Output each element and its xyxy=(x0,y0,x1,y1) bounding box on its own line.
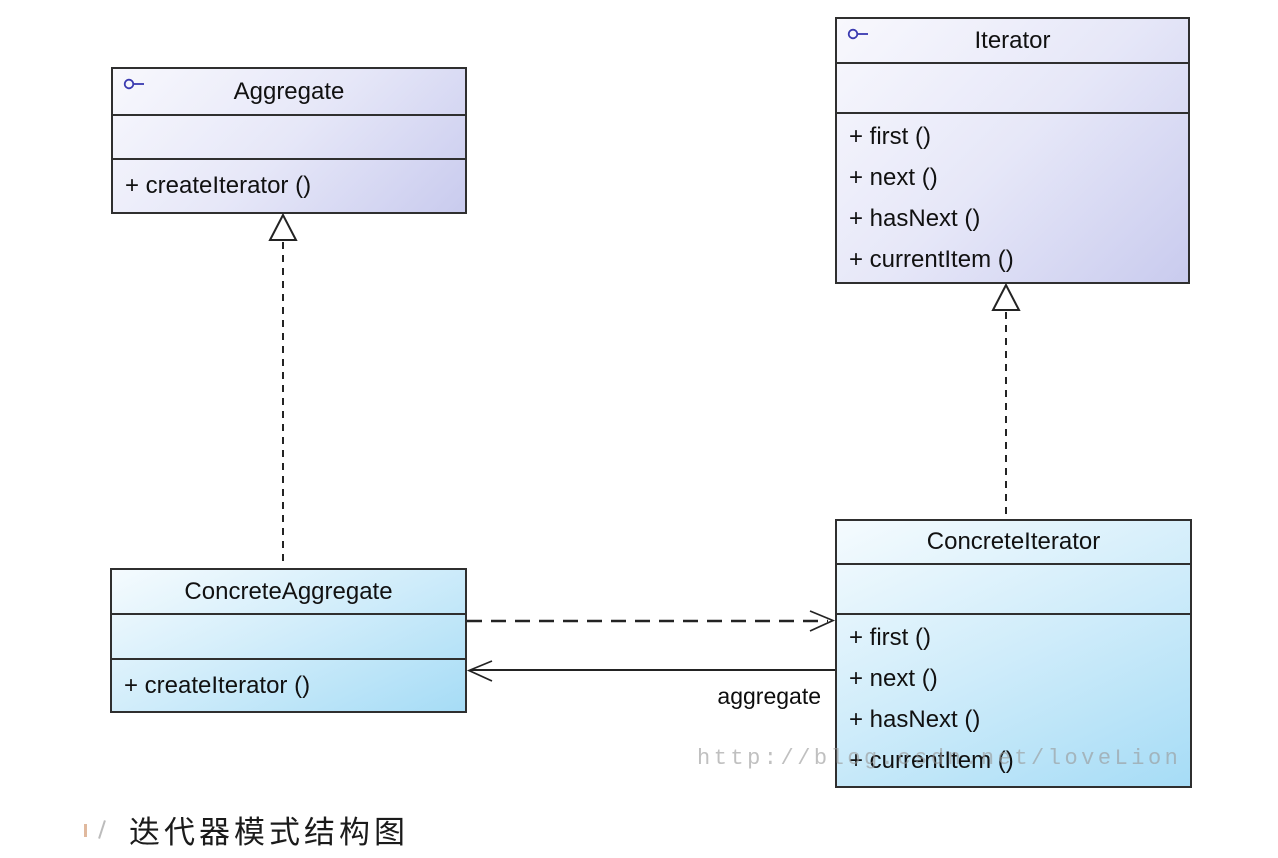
class-methods-concrete-aggregate: + createIterator () xyxy=(112,660,465,711)
interface-lollipop-icon xyxy=(847,28,870,40)
method-item: + currentItem () xyxy=(849,246,1014,273)
hollow-triangle-arrowhead-icon xyxy=(268,212,298,241)
class-methods-concrete-iterator: + first () + next () + hasNext () + curr… xyxy=(837,615,1190,786)
caption-artifact-mark xyxy=(84,823,87,837)
class-methods-aggregate: + createIterator () xyxy=(113,160,465,212)
class-box-concrete-iterator: ConcreteIterator + first () + next () + … xyxy=(835,519,1192,788)
caption-artifact-mark xyxy=(98,819,106,839)
class-header-concrete-iterator: ConcreteIterator xyxy=(837,521,1190,565)
caption-row: 迭代器模式结构图 xyxy=(84,806,409,852)
class-title-concrete-aggregate: ConcreteAggregate xyxy=(184,577,393,605)
method-item: + next () xyxy=(849,665,938,692)
watermark-url-text: http://blog.csdn.net/loveLion xyxy=(697,746,1182,771)
class-attributes-concrete-iterator-empty xyxy=(837,565,1190,615)
dependency-arrow-concreteaggregate-to-concreteiterator xyxy=(467,610,836,632)
method-item: + hasNext () xyxy=(849,205,981,232)
association-role-label: aggregate xyxy=(717,683,821,709)
method-item: + first () xyxy=(849,624,931,651)
class-methods-iterator: + first () + next () + hasNext () + curr… xyxy=(837,114,1188,282)
class-box-iterator: Iterator + first () + next () + hasNext … xyxy=(835,17,1190,284)
method-item: + next () xyxy=(849,164,938,191)
association-arrow-concreteiterator-to-concreteaggregate xyxy=(466,660,835,682)
figure-caption: 迭代器模式结构图 xyxy=(129,814,409,851)
method-item: + first () xyxy=(849,123,931,150)
class-attributes-concrete-aggregate-empty xyxy=(112,615,465,660)
open-arrowhead-icon xyxy=(809,610,836,632)
method-item: + hasNext () xyxy=(849,706,981,733)
class-header-aggregate: Aggregate xyxy=(113,69,465,116)
class-title-aggregate: Aggregate xyxy=(233,77,345,105)
open-arrowhead-icon xyxy=(466,660,493,682)
realization-arrow-concreteiterator-to-iterator xyxy=(991,282,1021,518)
class-box-aggregate: Aggregate + createIterator () xyxy=(111,67,467,214)
class-attributes-iterator-empty xyxy=(837,64,1188,114)
class-title-concrete-iterator: ConcreteIterator xyxy=(926,528,1101,555)
class-title-iterator: Iterator xyxy=(974,26,1051,54)
interface-lollipop-icon xyxy=(123,78,146,90)
class-attributes-aggregate-empty xyxy=(113,116,465,160)
method-item: + createIterator () xyxy=(125,172,312,199)
method-item: + createIterator () xyxy=(124,671,311,699)
class-header-concrete-aggregate: ConcreteAggregate xyxy=(112,570,465,615)
class-box-concrete-aggregate: ConcreteAggregate + createIterator () xyxy=(110,568,467,713)
realization-arrow-concreteaggregate-to-aggregate xyxy=(268,212,298,567)
method-item: + currentItem () xyxy=(849,747,1014,774)
class-header-iterator: Iterator xyxy=(837,19,1188,64)
hollow-triangle-arrowhead-icon xyxy=(991,282,1021,311)
